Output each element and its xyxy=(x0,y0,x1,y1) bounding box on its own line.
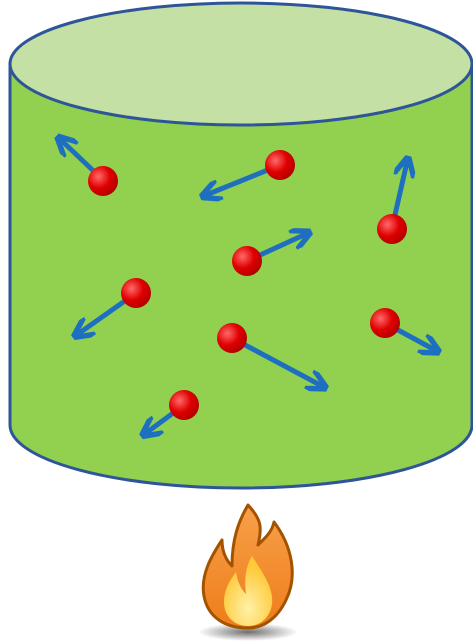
cylinder xyxy=(8,1,473,490)
cylinder-body xyxy=(8,62,473,490)
particle xyxy=(217,323,247,353)
particle xyxy=(121,278,151,308)
flame-inner xyxy=(224,556,273,626)
arrow-p6 xyxy=(229,335,322,386)
particles xyxy=(88,150,407,420)
particle xyxy=(377,214,407,244)
flame-shadow xyxy=(198,623,298,641)
flame-icon xyxy=(198,503,298,641)
particle xyxy=(370,308,400,338)
particle xyxy=(232,246,262,276)
particle xyxy=(169,390,199,420)
particle xyxy=(265,150,295,180)
cylinder-top xyxy=(8,1,473,127)
particle xyxy=(88,166,118,196)
